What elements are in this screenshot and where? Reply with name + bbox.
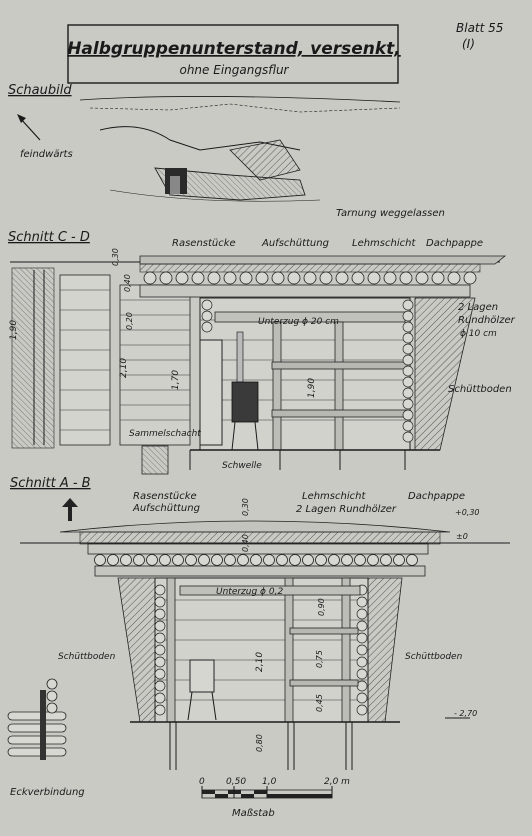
- ab-dim-045: 0,45: [315, 694, 324, 712]
- ab-dim-zero: ±0: [456, 532, 468, 541]
- corner-label: Eckverbindung: [10, 787, 85, 798]
- schaubild-heading: Schaubild: [8, 83, 72, 98]
- title-box: [67, 24, 399, 84]
- cd-label-aufschuettung: Aufschüttung: [261, 238, 329, 249]
- ab-label-rasen: Rasenstücke: [133, 491, 197, 502]
- cd-dim-040: 0,40: [123, 274, 132, 292]
- ab-dim-075: 0,75: [315, 650, 324, 668]
- cd-dim-190b: 1,90: [307, 378, 317, 398]
- sheet-label: Blatt 55: [456, 21, 503, 35]
- ab-label-aufschuettung: Aufschüttung: [132, 503, 200, 514]
- section-cd-drawing: [10, 255, 507, 475]
- cd-label-schuettboden: Schüttboden: [448, 384, 512, 395]
- cd-label-dachpappe: Dachpappe: [426, 238, 483, 249]
- cd-label-rund2: Rundhölzer: [458, 315, 516, 326]
- title-main: Halbgruppenunterstand, versenkt,: [67, 39, 401, 59]
- sheet-number: (I): [462, 37, 475, 51]
- scale-tick-050: 0,50: [226, 777, 246, 787]
- scale-tick-10: 1,0: [262, 777, 277, 787]
- ab-dim-040: 0,40: [241, 534, 250, 552]
- cd-dim-020: 0,20: [125, 312, 134, 330]
- perspective-sketch: [79, 96, 401, 202]
- enemy-arrowhead: [17, 114, 26, 123]
- cd-label-lehm: Lehmschicht: [352, 238, 416, 249]
- cd-label-schwelle: Schwelle: [222, 461, 262, 471]
- ab-label-rund: 2 Lagen Rundhölzer: [296, 504, 397, 515]
- enemy-arrow: [19, 117, 41, 141]
- section-ab-drawing: [20, 498, 510, 770]
- ab-dim-210: 2,10: [255, 652, 265, 672]
- corner-joint-sketch: [7, 678, 67, 760]
- scale-bar: [201, 786, 333, 799]
- cd-label-sammelschacht: Sammelschacht: [129, 429, 201, 439]
- ab-dim-030: 0,30: [241, 498, 250, 516]
- cd-dim-030: 0,30: [111, 248, 120, 266]
- scale-label: Maßstab: [232, 808, 275, 819]
- scale-tick-0: 0: [199, 777, 205, 787]
- title-sub: ohne Eingangsflur: [179, 63, 289, 77]
- ab-label-dachpappe: Dachpappe: [408, 491, 465, 502]
- cd-dim-210: 2,10: [119, 358, 129, 378]
- section-cd-heading: Schnitt C - D: [8, 230, 90, 245]
- ab-label-unterzug: Unterzug ϕ 0,2: [216, 587, 283, 597]
- ab-dim-080: 0,80: [255, 734, 264, 752]
- section-ab-heading: Schnitt A - B: [10, 476, 91, 491]
- ab-label-schuett-left: Schüttboden: [58, 652, 116, 662]
- camouflage-note: Tarnung weggelassen: [336, 208, 445, 219]
- cd-dim-170: 1,70: [171, 370, 181, 390]
- cd-label-rasen: Rasenstücke: [172, 238, 236, 249]
- ab-label-schuett-right: Schüttboden: [405, 652, 463, 662]
- ab-label-lehm: Lehmschicht: [302, 491, 366, 502]
- ab-dim-090: 0,90: [317, 598, 326, 616]
- ab-dim-plus030: +0,30: [455, 508, 480, 517]
- enemy-direction: feindwärts: [20, 149, 73, 160]
- scale-tick-20: 2,0 m: [324, 777, 350, 787]
- ab-dim-minus270: - 2,70: [454, 709, 477, 718]
- cd-dim-190: 1,90: [9, 320, 19, 340]
- cd-label-unterzug: Unterzug ϕ 20 cm: [258, 317, 339, 327]
- cd-label-rund1: 2 Lagen: [458, 302, 498, 313]
- cd-label-rund3: ϕ 10 cm: [460, 329, 497, 339]
